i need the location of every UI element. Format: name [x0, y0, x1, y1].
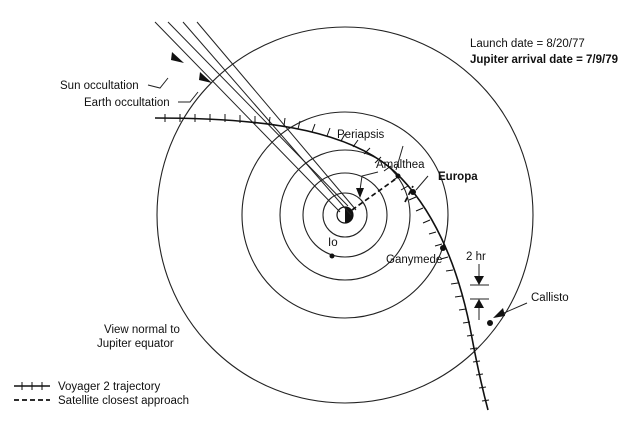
trajectory-ticks: [164, 114, 490, 402]
io-label: Io: [328, 237, 338, 249]
legend-trajectory-label: Voyager 2 trajectory: [58, 381, 161, 393]
europa-label: Europa: [438, 171, 478, 183]
view-label-line-1: View normal to: [104, 324, 180, 336]
orbit-europa: [279, 149, 411, 281]
arrival-date-label: Jupiter arrival date = 7/9/79: [470, 54, 618, 66]
two-hr-marker: [470, 264, 489, 320]
launch-date-label: Launch date = 8/20/77: [470, 38, 585, 50]
europa-dot: [410, 189, 416, 195]
earth-occultation-label: Earth occultation: [84, 97, 170, 109]
legend-closest-approach-label: Satellite closest approach: [58, 395, 189, 407]
callisto-arrow: [493, 308, 505, 318]
periapsis-arrow: [356, 188, 364, 198]
sun-occultation-leader: [147, 77, 169, 89]
occultation-lines: [154, 21, 357, 216]
orbit-callisto: [156, 26, 534, 404]
orbit-rings: [156, 26, 534, 404]
callisto-label: Callisto: [531, 292, 569, 304]
amalthea-dot: [395, 173, 401, 179]
closest-approach-lines: [351, 177, 414, 211]
earth-occultation-arrow: [199, 72, 212, 83]
two-hr-label: 2 hr: [466, 251, 486, 263]
europa-leader: [415, 175, 429, 191]
ganymede-label: Ganymede: [386, 254, 442, 266]
legend: Voyager 2 trajectory Satellite closest a…: [14, 381, 189, 407]
orbit-io: [302, 172, 388, 258]
callisto-dot: [487, 320, 493, 326]
amalthea-leader: [395, 145, 404, 171]
sun-occultation-arrow: [171, 52, 184, 63]
amalthea-label: Amalthea: [376, 159, 425, 171]
earth-occultation-leader: [178, 91, 199, 103]
orbit-ganymede: [241, 111, 449, 319]
sun-occultation-label: Sun occultation: [60, 80, 139, 92]
view-label-line-2: Jupiter equator: [97, 338, 174, 350]
periapsis-leader: [359, 171, 379, 191]
ganymede-dot: [440, 245, 446, 251]
periapsis-label: Periapsis: [337, 129, 385, 141]
orbit-amalthea: [322, 192, 368, 238]
io-dot: [329, 253, 335, 259]
